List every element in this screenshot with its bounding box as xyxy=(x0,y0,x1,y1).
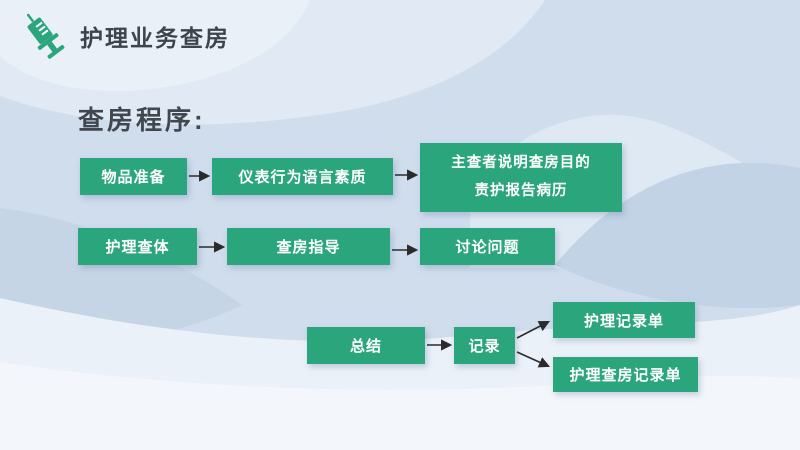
flow-box-items-preparation: 物品准备 xyxy=(80,158,187,195)
flow-box-label: 讨论问题 xyxy=(455,239,520,256)
flow-box-summary: 总结 xyxy=(307,327,425,364)
slide-title: 护理业务查房 xyxy=(80,25,230,51)
flow-box-label: 总结 xyxy=(349,338,382,355)
flow-box-label: 查房指导 xyxy=(276,239,341,256)
flow-box-record: 记录 xyxy=(454,327,515,364)
slide-header: 护理业务查房 xyxy=(18,10,230,62)
syringe-icon xyxy=(26,13,65,59)
flow-box-nursing-record-sheet: 护理记录单 xyxy=(553,302,695,338)
flow-box-label-line1: 主查者说明查房目的 xyxy=(451,154,591,171)
flow-box-label-line2: 责护报告病历 xyxy=(474,182,568,199)
flow-box-nursing-rounds-record-sheet: 护理查房记录单 xyxy=(553,357,698,392)
flow-box-appearance-behavior-language: 仪表行为语言素质 xyxy=(212,158,393,195)
flow-box-nursing-examination: 护理查体 xyxy=(78,228,197,265)
flow-box-label: 护理记录单 xyxy=(583,312,664,330)
flow-box-label: 护理查体 xyxy=(105,239,170,256)
flow-box-label: 护理查房记录单 xyxy=(569,367,682,384)
flow-box-label: 物品准备 xyxy=(101,169,166,186)
flow-box-label: 仪表行为语言素质 xyxy=(238,169,367,186)
flow-box-chief-explains-purpose: 主查者说明查房目的 责护报告病历 xyxy=(420,143,622,212)
flow-box-rounds-guidance: 查房指导 xyxy=(227,228,390,265)
flow-box-label: 记录 xyxy=(468,338,501,355)
flow-box-discuss-issues: 讨论问题 xyxy=(420,228,555,265)
section-subtitle: 查房程序: xyxy=(78,105,206,135)
